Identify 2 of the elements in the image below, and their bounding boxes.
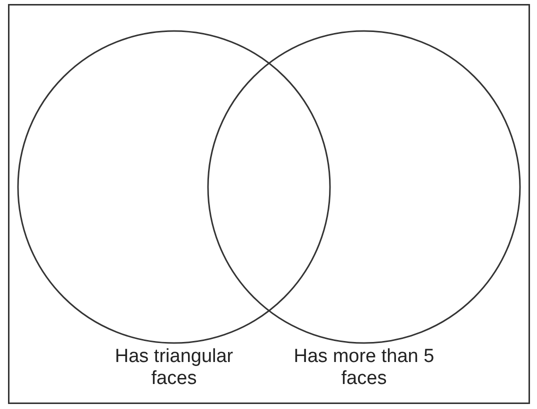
set-label: Has triangular faces (114, 346, 234, 390)
set-label: Has more than 5 faces (292, 346, 436, 390)
